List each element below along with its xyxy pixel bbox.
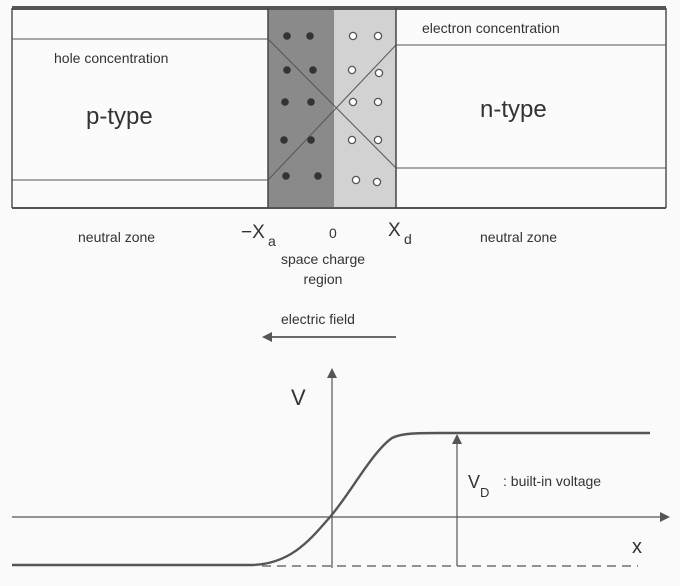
electric-field: electric field	[262, 311, 396, 342]
xd-subscript: d	[404, 231, 412, 247]
potential-curve	[12, 431, 650, 567]
hole-profile-transition	[267, 38, 397, 169]
potential-plot: V x V D : built-in voltage	[12, 368, 670, 568]
position-labels: neutral zone neutral zone −X a 0 X d spa…	[78, 220, 557, 287]
vd-label: V	[468, 472, 480, 492]
built-in-voltage-label: : built-in voltage	[503, 473, 601, 489]
p-type-label: p-type	[86, 103, 153, 130]
n-type-label: n-type	[480, 96, 547, 123]
space-charge-label-line1: space charge	[281, 251, 365, 267]
junction-block: hole concentration electron concentratio…	[11, 6, 667, 209]
depletion-p-side	[268, 8, 334, 208]
hole-concentration-label: hole concentration	[54, 50, 168, 66]
electric-field-label: electric field	[281, 311, 355, 327]
neutral-zone-right-label: neutral zone	[480, 229, 557, 245]
electron-profile-transition	[267, 44, 397, 181]
depletion-n-side	[334, 8, 396, 208]
acceptor-ions	[280, 32, 322, 180]
p-type-region	[12, 8, 268, 208]
x-axis-label: x	[632, 536, 642, 558]
xd-label: X	[388, 220, 401, 241]
neutral-zone-left-label: neutral zone	[78, 229, 155, 245]
minus-xa-label: −X	[241, 222, 265, 243]
donor-ions	[347, 31, 384, 187]
v-axis-label: V	[291, 385, 306, 410]
electron-concentration-label: electron concentration	[422, 20, 560, 36]
minus-xa-subscript: a	[268, 233, 276, 249]
origin-label: 0	[329, 225, 337, 241]
n-type-region	[396, 8, 666, 208]
vd-subscript: D	[480, 485, 489, 500]
space-charge-label-line2: region	[304, 271, 343, 287]
